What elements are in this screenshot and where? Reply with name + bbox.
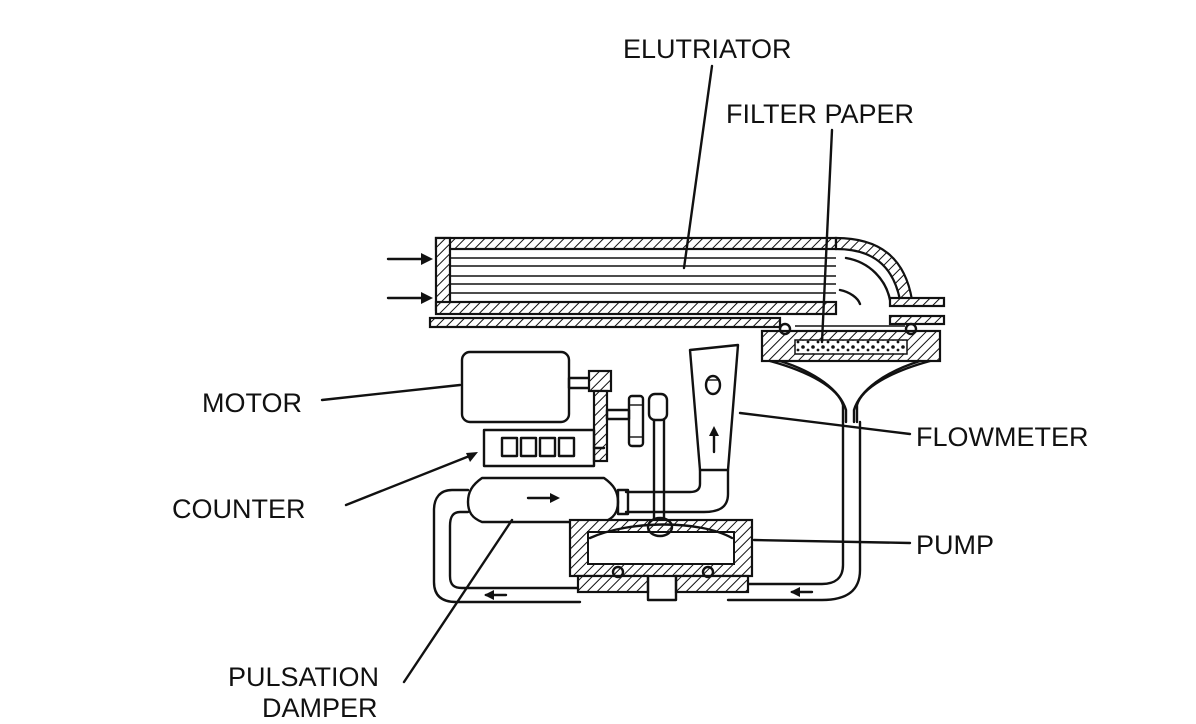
filter-holder [760, 322, 942, 363]
left-loop-tube [432, 488, 582, 604]
inlet-arrows [386, 253, 433, 304]
motor [460, 350, 613, 424]
return-tube [726, 420, 862, 602]
pump [568, 516, 754, 602]
label-motor: MOTOR [202, 388, 302, 418]
label-pump: PUMP [916, 530, 994, 560]
drive-gear [592, 389, 669, 463]
label-elutriator: ELUTRIATOR [623, 34, 792, 64]
flowmeter [688, 343, 740, 472]
leader-lines [320, 64, 912, 684]
label-counter: COUNTER [172, 494, 306, 524]
counter [482, 428, 606, 468]
connecting-rod [652, 418, 666, 522]
pulsation-damper [466, 476, 630, 524]
filter-funnel [768, 359, 932, 424]
label-pulsation-damper-line2: DAMPER [262, 693, 378, 723]
label-filter-paper: FILTER PAPER [726, 99, 914, 129]
label-flowmeter: FLOWMETER [916, 422, 1089, 452]
flowmeter-pipe [624, 468, 730, 514]
elutriator [428, 236, 946, 329]
label-pulsation-damper-line1: PULSATION [228, 662, 379, 692]
